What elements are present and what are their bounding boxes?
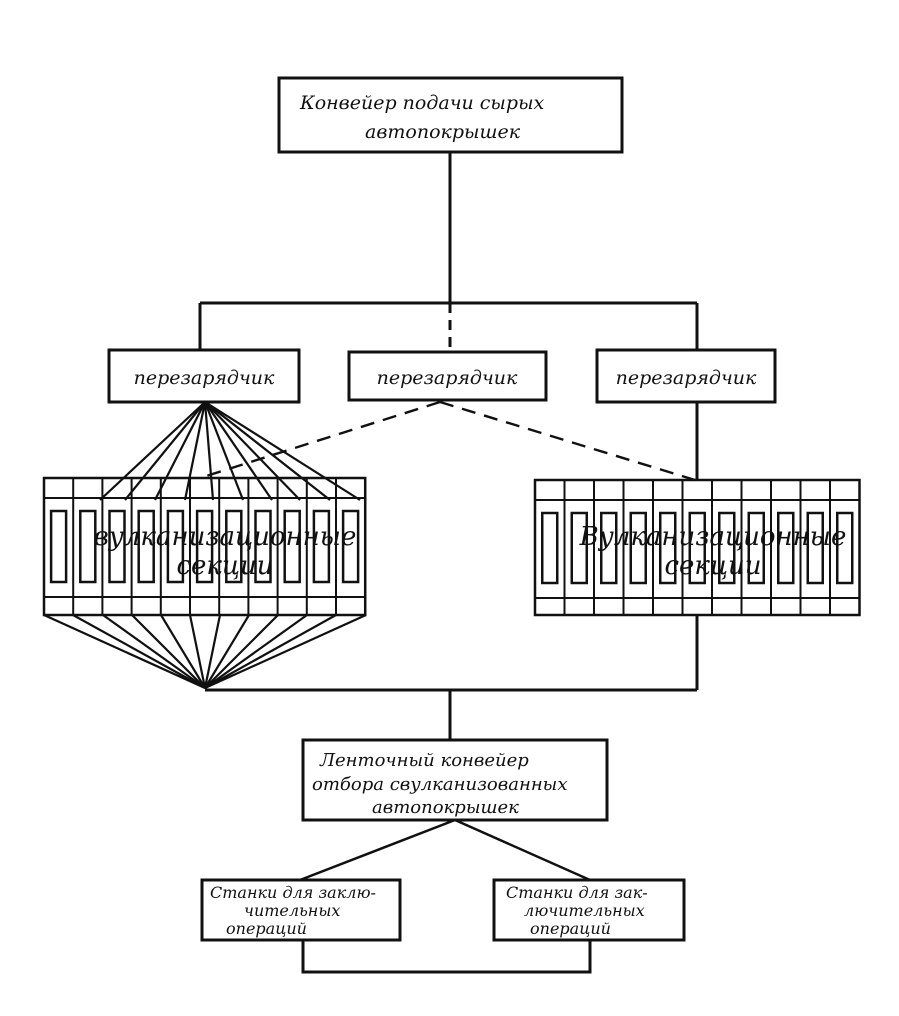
- left-section-mold-cell: [79, 509, 97, 584]
- machines-branch-lines: [299, 818, 591, 882]
- reloader-left: перезарядчик: [107, 348, 301, 404]
- left-section-mold-cell: [195, 509, 214, 584]
- right-section-mold-cell: [688, 511, 706, 585]
- right-section-mold-cell: [747, 511, 765, 585]
- machines-right-label-line2: лючительных: [524, 901, 645, 920]
- left-fan-lines: [43, 401, 367, 690]
- fan-line-bottom: [204, 614, 279, 689]
- vulcanization-left-label-line2: секции: [176, 551, 273, 581]
- collector-lines: [205, 688, 697, 740]
- machines-right-label-line3: операций: [530, 919, 611, 938]
- belt-conveyor-label-line1: Ленточный конвейер: [319, 750, 529, 771]
- reloader-right-label: перезарядчик: [616, 367, 757, 389]
- fan-line-bottom: [204, 613, 367, 690]
- feed-connectors: [198, 152, 699, 352]
- center-reloader-dashed-links: [199, 400, 696, 482]
- vulcanization-right-label-line1: Вулканизационные: [579, 522, 847, 552]
- left-section-mold-cell: [137, 509, 155, 584]
- fan-line-top: [204, 401, 273, 501]
- fan-line-top: [203, 401, 245, 501]
- fan-line-top: [204, 401, 301, 501]
- left-section-mold-cell: [225, 509, 243, 584]
- belt-conveyor-label-line3: автопокрышек: [372, 797, 519, 818]
- fan-line-bottom: [43, 613, 206, 690]
- machines-left-label-line3: операций: [226, 919, 307, 938]
- reloader-right: перезарядчик: [595, 348, 777, 404]
- feed-conveyor-block: Конвейер подачи сырых автопокрышек: [277, 76, 624, 154]
- fan-line-bottom: [102, 614, 206, 689]
- machines-right-block: Станки для зак- лючительных операций: [492, 878, 686, 942]
- feed-conveyor-label-line1: Конвейер подачи сырых: [299, 92, 545, 114]
- machines-left-label-line2: чительных: [244, 901, 340, 920]
- belt-conveyor-label-line2: отбора свулканизованных: [312, 774, 567, 795]
- right-section-mold-cell: [629, 511, 647, 585]
- fan-line-top: [124, 401, 206, 501]
- right-section-mold-cell: [836, 511, 854, 585]
- right-section-mold-cell: [570, 511, 588, 585]
- belt-conveyor-block: Ленточный конвейер отбора свулканизованн…: [301, 738, 609, 822]
- reloader-center: перезарядчик: [347, 350, 548, 402]
- fan-line-bottom: [204, 614, 337, 689]
- vulcanization-section-left: [42, 476, 367, 617]
- fan-line-bottom: [204, 614, 250, 689]
- fan-line-top: [203, 401, 215, 501]
- left-section-mold-cell: [49, 509, 68, 584]
- fan-line-top: [99, 401, 206, 501]
- left-section-mold-cell: [283, 509, 301, 584]
- left-section-mold-cell: [341, 509, 360, 584]
- fan-line-bottom: [203, 614, 222, 689]
- reloader-center-label: перезарядчик: [377, 367, 518, 389]
- vulcanization-left-label-line1: вулканизационные: [94, 522, 357, 552]
- right-section-mold-cell: [806, 511, 824, 585]
- right-section-mold-cell: [718, 511, 736, 585]
- right-section-mold-cell: [541, 511, 559, 585]
- right-section-mold-cell: [659, 511, 677, 585]
- left-section-mold-cell: [312, 509, 331, 584]
- vulcanization-right-label: Вулканизационные секции: [579, 522, 847, 581]
- fan-line-bottom: [72, 614, 206, 689]
- vulcanization-left-label: вулканизационные секции: [94, 522, 357, 581]
- feed-conveyor-label-line2: автопокрышек: [365, 121, 521, 143]
- right-section-mold-cell: [600, 511, 618, 585]
- machines-right-label-line1: Станки для зак-: [506, 883, 648, 902]
- fan-line-bottom: [131, 614, 206, 689]
- fan-line-top: [154, 401, 206, 501]
- reloader-left-label: перезарядчик: [134, 367, 275, 389]
- fan-line-bottom: [188, 614, 207, 689]
- machines-bottom-link: [301, 940, 592, 974]
- right-section-mold-cell: [777, 511, 795, 585]
- fan-line-bottom: [160, 614, 206, 689]
- fan-line-top: [183, 401, 207, 501]
- vulcanization-section-right: [533, 478, 861, 617]
- right-section-cells: [533, 478, 861, 617]
- machines-left-label-line1: Станки для заклю-: [210, 883, 376, 902]
- machines-left-block: Станки для заклю- чительных операций: [200, 878, 402, 942]
- left-section-mold-cell: [108, 509, 126, 584]
- vulcanization-right-label-line2: секции: [664, 551, 761, 581]
- fan-line-top: [204, 401, 331, 501]
- left-section-cells: [42, 476, 367, 617]
- left-section-mold-cell: [166, 509, 185, 584]
- left-section-mold-cell: [254, 509, 272, 584]
- fan-line-bottom: [204, 614, 308, 689]
